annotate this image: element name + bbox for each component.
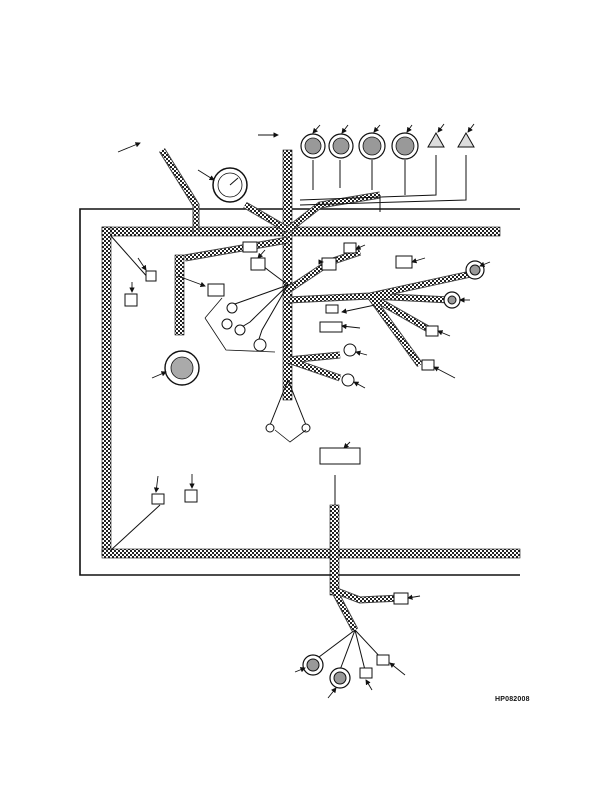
figure-id: HP082008 (495, 696, 530, 703)
round-connector-icon (328, 133, 354, 159)
round-connector-icon (443, 291, 461, 309)
thin-wires (110, 155, 467, 671)
frame (79, 208, 520, 576)
round-connector-icon (302, 654, 324, 676)
gauge-icon (212, 167, 248, 203)
callout-bracket (204, 297, 307, 443)
pointer-arrow-icon (117, 123, 491, 699)
round-connector-icon (358, 132, 386, 160)
branch-braid-overlay (159, 148, 481, 632)
square-connector-icon (124, 241, 439, 679)
round-connector-icon (465, 260, 485, 280)
round-connector-icon (300, 133, 326, 159)
ring-terminal-icon (221, 302, 357, 433)
round-connector-icon (329, 667, 351, 689)
square-connector-icon (427, 131, 475, 148)
round-connector-icon (164, 350, 200, 386)
round-connector-icon (391, 132, 419, 160)
main-harness (101, 149, 521, 596)
